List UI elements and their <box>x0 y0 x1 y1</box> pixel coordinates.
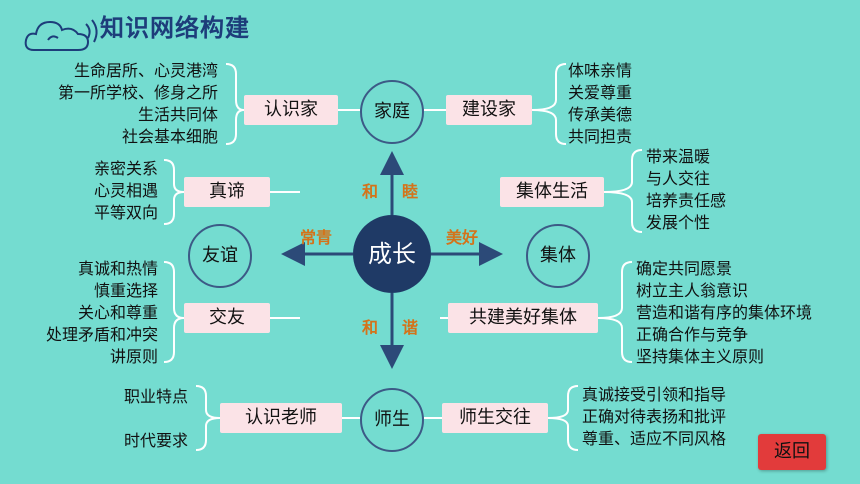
list-item: 社会基本细胞 <box>121 127 218 146</box>
list-item: 讲原则 <box>109 347 158 366</box>
node-family: 家庭 <box>360 80 424 144</box>
list-item: 心灵相遇 <box>93 181 158 200</box>
connector-up-1: 和 <box>362 182 379 201</box>
box-build-collective: 共建美好集体 <box>448 303 598 333</box>
list-item: 关爱尊重 <box>568 83 633 102</box>
list-item: 处理矛盾和冲突 <box>45 325 158 344</box>
list-item: 正确合作与竞争 <box>636 325 749 344</box>
back-button[interactable]: 返回 <box>758 434 826 470</box>
connector-up-2: 睦 <box>402 182 419 201</box>
list-item: 真诚接受引领和指导 <box>582 385 727 404</box>
box-teacher-student: 师生交往 <box>442 403 548 433</box>
list-item: 生命居所、心灵港湾 <box>73 61 218 80</box>
list-item: 树立主人翁意识 <box>636 281 749 300</box>
box-build-home: 建设家 <box>446 95 532 125</box>
list-item: 尊重、适应不同风格 <box>582 429 727 448</box>
list-collective-life: 带来温暖 与人交往 培养责任感 发展个性 <box>646 146 726 234</box>
list-item: 带来温暖 <box>646 147 711 166</box>
list-item: 与人交往 <box>646 169 711 188</box>
list-item: 传承美德 <box>568 105 633 124</box>
list-item: 生活共同体 <box>137 105 218 124</box>
node-friendship: 友谊 <box>188 224 252 288</box>
list-item: 关心和尊重 <box>77 303 158 322</box>
box-collective-life: 集体生活 <box>500 177 604 207</box>
page-title: 知识网络构建 <box>100 14 250 42</box>
box-truth: 真谛 <box>184 177 270 207</box>
list-item: 培养责任感 <box>646 191 727 210</box>
box-make-friends: 交友 <box>184 303 270 333</box>
box-know-teacher: 认识老师 <box>220 403 342 433</box>
list-item: 时代要求 <box>123 431 188 450</box>
list-item: 体味亲情 <box>568 61 633 80</box>
list-know-home: 生命居所、心灵港湾 第一所学校、修身之所 生活共同体 社会基本细胞 <box>58 60 218 148</box>
list-build-collective: 确定共同愿景 树立主人翁意识 营造和谐有序的集体环境 正确合作与竞争 坚持集体主… <box>636 258 812 368</box>
list-item: 坚持集体主义原则 <box>636 347 765 366</box>
list-make-friends: 真诚和热情 慎重选择 关心和尊重 处理矛盾和冲突 讲原则 <box>46 258 158 368</box>
cloud-icon <box>24 19 98 51</box>
connector-right: 美好 <box>446 228 479 247</box>
list-item: 确定共同愿景 <box>636 259 733 278</box>
list-item: 正确对待表扬和批评 <box>582 407 727 426</box>
list-item: 平等双向 <box>93 203 158 222</box>
list-build-home: 体味亲情 关爱尊重 传承美德 共同担责 <box>568 60 632 148</box>
list-item: 共同担责 <box>568 127 633 146</box>
list-item: 慎重选择 <box>93 281 158 300</box>
list-item: 发展个性 <box>646 213 711 232</box>
connector-down-2: 谐 <box>402 318 419 337</box>
list-item: 营造和谐有序的集体环境 <box>636 303 813 322</box>
connector-down-1: 和 <box>362 318 379 337</box>
list-item: 真诚和热情 <box>77 259 158 278</box>
list-item: 职业特点 <box>123 387 188 406</box>
box-know-home: 认识家 <box>244 95 338 125</box>
center-node-growth: 成长 <box>353 215 431 293</box>
node-collective: 集体 <box>526 224 590 288</box>
list-item: 亲密关系 <box>93 159 158 178</box>
node-teacher-student: 师生 <box>360 388 424 452</box>
list-truth: 亲密关系 心灵相遇 平等双向 <box>94 158 158 224</box>
connector-left: 常青 <box>300 228 333 247</box>
list-know-teacher: 职业特点 时代要求 <box>124 382 188 456</box>
list-teacher-student: 真诚接受引领和指导 正确对待表扬和批评 尊重、适应不同风格 <box>582 384 726 450</box>
list-item: 第一所学校、修身之所 <box>57 83 218 102</box>
